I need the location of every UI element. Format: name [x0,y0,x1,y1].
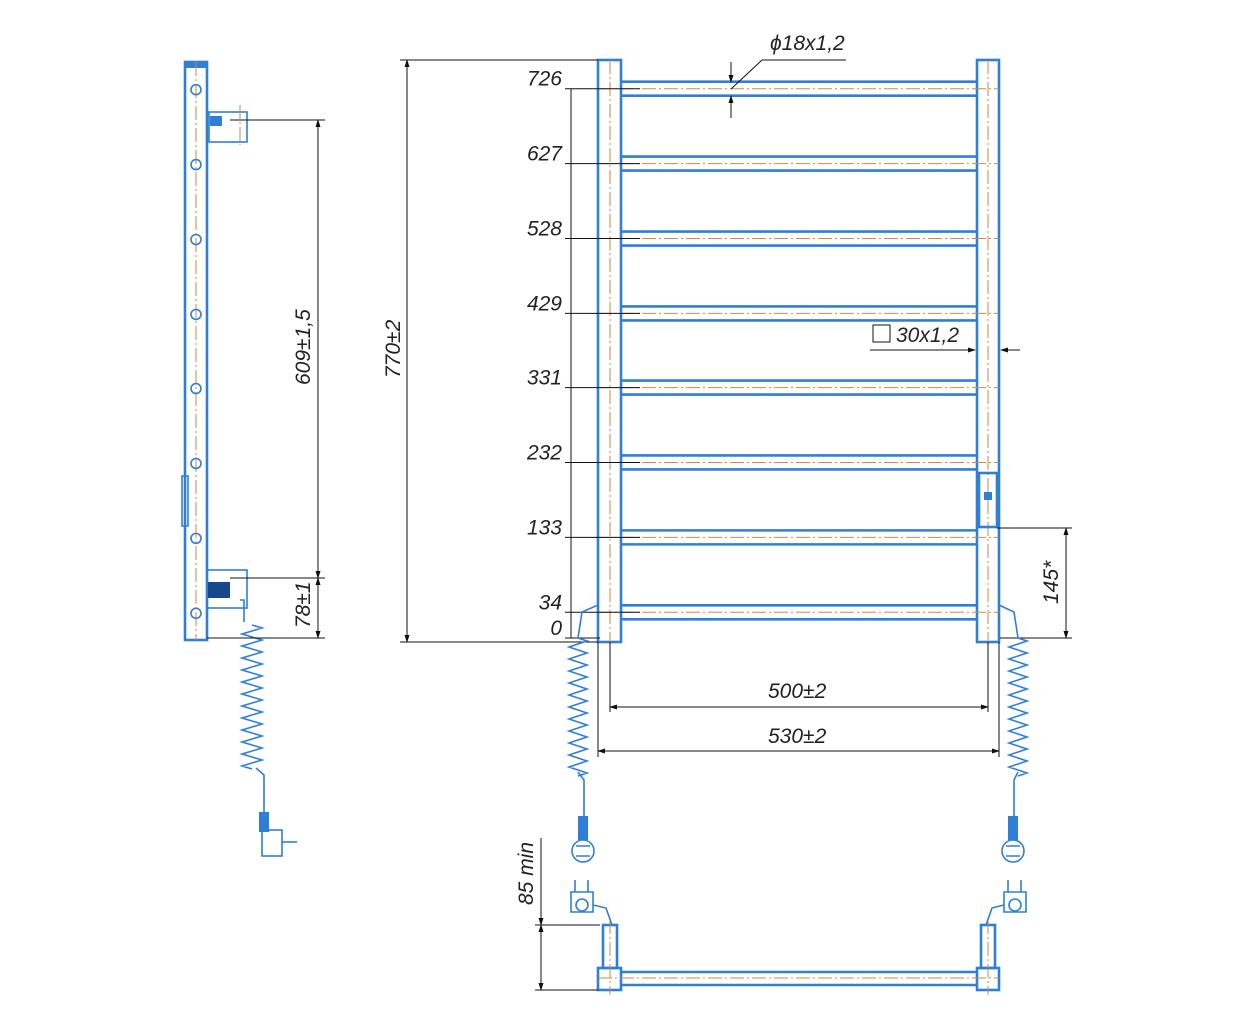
mount-hole [190,607,202,620]
rail-height-label: 232 [526,441,562,464]
right-plug-icon [1001,816,1025,863]
rails [598,80,999,621]
mount-hole [190,83,202,96]
bottom-view: 85 min [515,838,1027,995]
plug-icon [259,812,297,857]
rail [598,80,999,98]
side-view: 609±1,5 78±1 [181,60,325,857]
bottom-bracket-heater [181,475,248,622]
rail [598,155,999,172]
side-holes [190,83,202,620]
rail-height-label: 627 [527,143,563,166]
rail [598,454,999,471]
plug-clearance-label: 85 min [515,842,538,905]
mount-spacing-label: 609±1,5 [292,309,315,385]
rail [598,230,999,247]
mount-hole [190,532,202,545]
outer-width-label: 530±2 [768,725,827,748]
mount-hole [190,158,202,171]
rail-height-label: 133 [527,516,562,539]
rail-height-label: 34 [539,591,562,614]
left-coiled-cord [566,637,590,777]
right-socket-icon [985,880,1027,926]
bottom-mount-label: 78±1 [292,581,315,628]
rail [598,305,999,322]
left-plug-icon [571,816,595,863]
rail [598,529,999,546]
mount-hole [190,382,202,395]
mount-hole [190,308,202,321]
coiled-cord [239,624,265,770]
heater-height-label: 145* [1040,560,1063,604]
post-profile-label: 30x1,2 [896,324,959,347]
mount-hole [190,457,202,470]
rail [598,379,999,396]
rail-height-labels: 726 627 528 429 331 232 133 34 0 [526,68,640,640]
front-view: 726 627 528 429 331 232 133 34 0 770±2 ϕ18x1,2 3… [382,32,1072,863]
total-height-label: 770±2 [382,319,405,378]
right-coiled-cord [1006,637,1030,777]
rail-height-label: 331 [527,367,562,390]
rail-height-label: 528 [527,218,562,241]
mount-hole [190,233,202,246]
heater-element [977,471,999,529]
rail-height-label: 0 [550,617,562,640]
rail [598,603,999,621]
inner-width-label: 500±2 [768,680,827,703]
rail-height-label: 726 [527,68,562,91]
left-socket-icon [570,880,613,926]
top-bracket [208,105,248,145]
tube-diameter-label: ϕ18x1,2 [770,32,845,55]
rail-height-label: 429 [527,292,562,315]
